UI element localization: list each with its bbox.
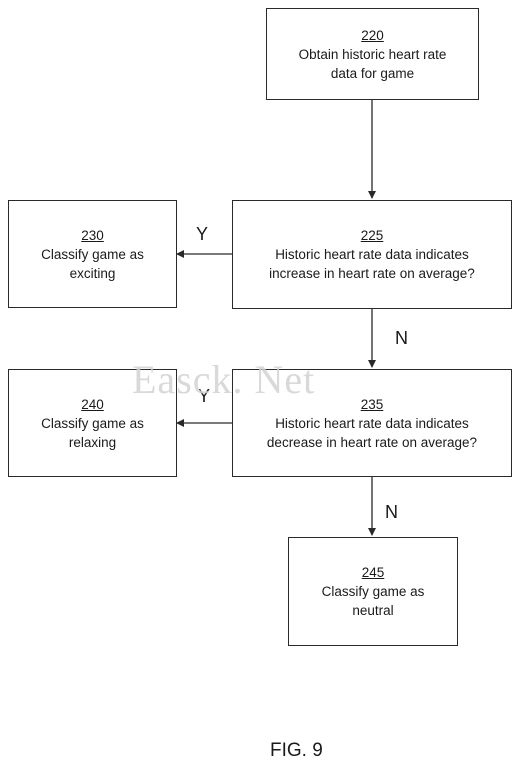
figure-label: FIG. 9: [270, 740, 323, 761]
step-225-line-2: increase in heart rate on average?: [269, 266, 475, 281]
step-220-ref: 220: [361, 27, 384, 43]
step-240-line-2: relaxing: [68, 434, 117, 450]
step-235-box: 235 Historic heart rate data indicates d…: [232, 369, 512, 477]
step-235-line-1: Historic heart rate data indicates: [275, 415, 469, 431]
step-230-line-2: exciting: [69, 265, 116, 281]
step-235-line-2: decrease in heart rate on average?: [266, 434, 478, 450]
step-240-box: 240 Classify game as relaxing: [8, 369, 177, 477]
step-235-ref: 235: [360, 396, 384, 412]
step-225-box: 225 Historic heart rate data indicates i…: [232, 200, 512, 309]
step-240-line-1: Classify game as: [41, 415, 144, 431]
step-220-box: 220 Obtain historic heart rate data for …: [266, 8, 479, 100]
step-225-line-1: Historic heart rate data indicates: [275, 247, 469, 262]
step-245-box: 245 Classify game as neutral: [288, 537, 458, 646]
step-245-line-2: neutral: [352, 603, 394, 618]
step-225-ref: 225: [360, 228, 384, 243]
edge-label-y-225: Y: [196, 224, 209, 244]
step-240-ref: 240: [81, 396, 104, 412]
step-230-box: 230 Classify game as exciting: [8, 200, 177, 308]
step-245-ref: 245: [361, 565, 385, 580]
step-230-line-1: Classify game as: [41, 246, 144, 262]
edge-label-y-235: Y: [198, 386, 211, 406]
step-245-line-1: Classify game as: [321, 584, 425, 599]
step-230-ref: 230: [81, 227, 104, 243]
step-220-line-1: Obtain historic heart rate: [298, 46, 447, 62]
edge-label-n-225: N: [395, 328, 408, 348]
step-220-line-2: data for game: [330, 65, 415, 81]
watermark: Easck. Net: [132, 357, 316, 402]
edge-label-n-235: N: [385, 502, 398, 522]
